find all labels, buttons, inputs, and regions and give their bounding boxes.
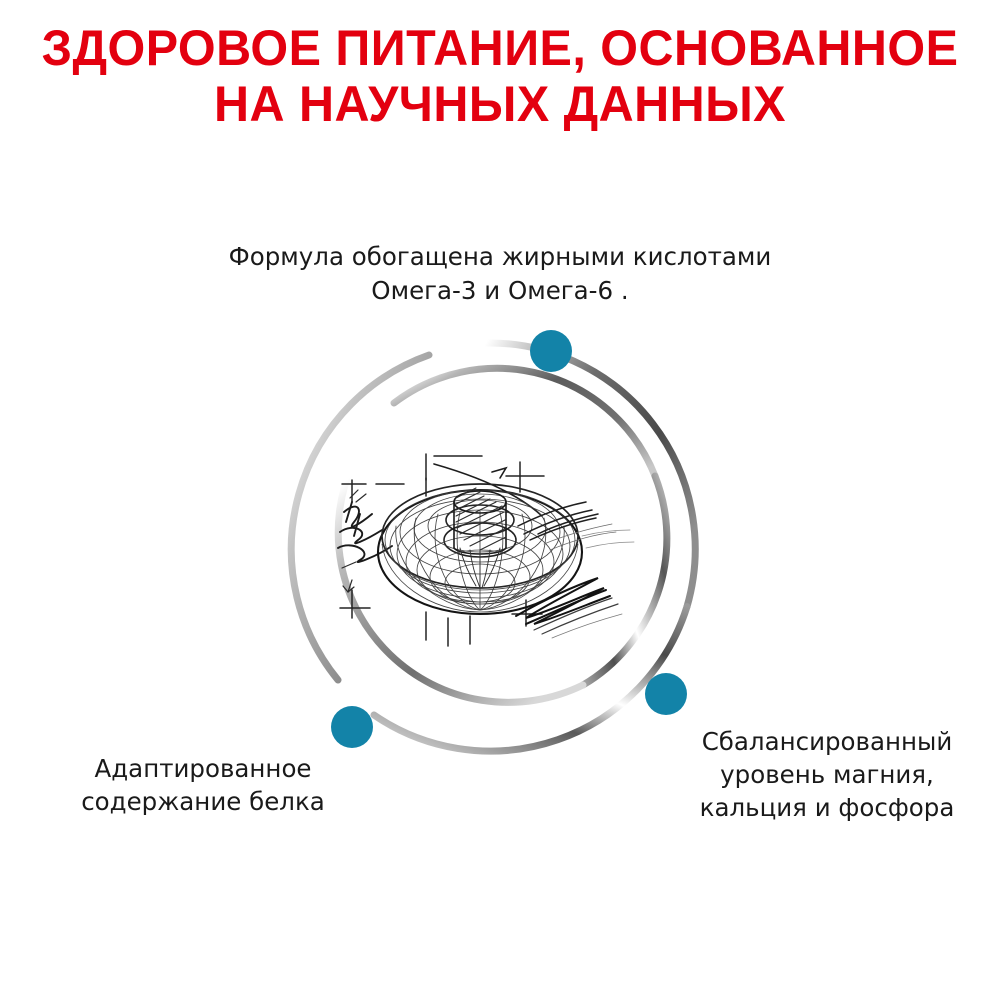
- callout-minerals-line-2: уровень магния,: [720, 760, 934, 790]
- callout-omega-line-2: Омега-3 и Омега-6 .: [371, 275, 629, 305]
- page-title: ЗДОРОВОЕ ПИТАНИЕ, ОСНОВАННОЕ НА НАУЧНЫХ …: [15, 20, 985, 132]
- callout-minerals-line-1: Сбалансированный: [701, 727, 953, 756]
- node-omega-fatty-acids[interactable]: [530, 330, 572, 372]
- callout-omega-fatty-acids: Формула обогащена жирными кислотами Омег…: [210, 240, 790, 308]
- kibble-sketch-illustration: [330, 440, 670, 650]
- callout-protein-line-2: содержание белка: [81, 787, 325, 817]
- node-minerals-balance[interactable]: [645, 673, 687, 715]
- callout-minerals-balance: Сбалансированный уровень магния, кальция…: [662, 725, 992, 824]
- node-protein-content[interactable]: [331, 706, 373, 748]
- page-title-line-2: НА НАУЧНЫХ ДАННЫХ: [213, 76, 786, 132]
- callout-protein-content: Адаптированное содержание белка: [38, 752, 368, 818]
- callout-protein-line-1: Адаптированное: [94, 754, 312, 783]
- diagram-stage: [0, 300, 1000, 780]
- callout-minerals-line-3: кальция и фосфора: [699, 793, 955, 823]
- callout-omega-line-1: Формула обогащена жирными кислотами: [228, 242, 772, 271]
- page-title-line-1: ЗДОРОВОЕ ПИТАНИЕ, ОСНОВАННОЕ: [41, 20, 959, 76]
